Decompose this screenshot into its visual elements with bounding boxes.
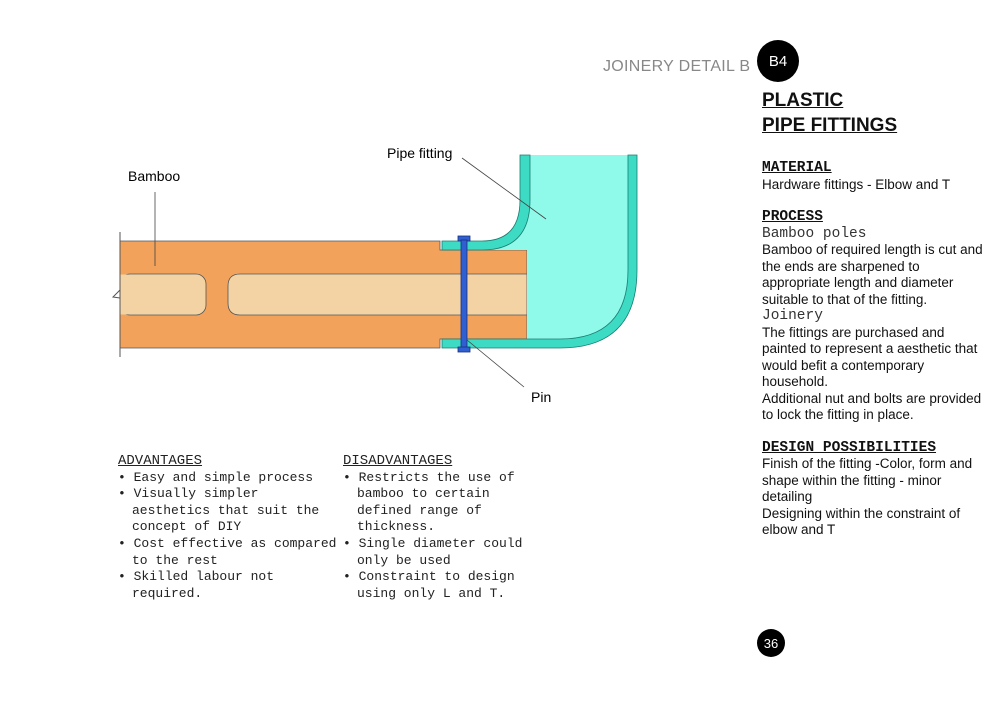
advantage-item: Easy and simple process xyxy=(118,470,338,487)
design-text: Finish of the fitting -Color, form and s… xyxy=(762,456,973,504)
pin-label: Pin xyxy=(531,389,551,405)
advantages-section: ADVANTAGES Easy and simple process Visua… xyxy=(118,453,338,602)
process-text: The fittings are purchased and painted t… xyxy=(762,324,978,390)
joinery-diagram: Bamboo Pipe fitting Pin xyxy=(111,145,638,405)
process-subheading-bamboo: Bamboo poles xyxy=(762,225,867,242)
fitting-leader xyxy=(461,157,547,220)
advantage-item: Cost effective as compared to the rest xyxy=(118,536,338,569)
break-mark xyxy=(111,289,121,299)
page-number: 36 xyxy=(757,629,785,657)
title-line-1: PLASTIC xyxy=(762,90,844,111)
title-line-2: PIPE FITTINGS xyxy=(762,115,898,136)
design-text: Designing within the constraint of elbow… xyxy=(762,505,961,538)
pipe-fitting-label: Pipe fitting xyxy=(387,145,452,161)
page-title: PLASTIC PIPE FITTINGS xyxy=(762,88,897,138)
advantages-heading: ADVANTAGES xyxy=(118,453,203,469)
disadvantage-item: Single diameter could only be used xyxy=(343,536,548,569)
pin-leader xyxy=(466,339,525,388)
design-heading: DESIGN POSSIBILITIES xyxy=(762,439,937,456)
advantage-item: Visually simpler aesthetics that suit th… xyxy=(118,486,338,536)
material-heading: MATERIAL xyxy=(762,160,832,176)
section-badge: B4 xyxy=(757,40,799,82)
pin xyxy=(457,235,471,353)
bamboo-label: Bamboo xyxy=(128,168,180,184)
disadvantage-item: Constraint to design using only L and T. xyxy=(343,569,548,602)
section-title: JOINERY DETAIL B xyxy=(603,58,751,75)
disadvantage-item: Restricts the use of bamboo to certain d… xyxy=(343,470,548,536)
bamboo-pole xyxy=(119,240,528,349)
details-column: MATERIAL Hardware fittings - Elbow and T… xyxy=(762,160,987,539)
process-text: Additional nut and bolts are provided to… xyxy=(762,390,982,423)
process-subheading-joinery: Joinery xyxy=(762,308,823,324)
material-text: Hardware fittings - Elbow and T xyxy=(762,176,951,192)
process-text: Bamboo of required length is cut and the… xyxy=(762,242,983,307)
disadvantages-section: DISADVANTAGES Restricts the use of bambo… xyxy=(343,453,548,602)
advantage-item: Skilled labour not required. xyxy=(118,569,338,602)
pipe-fitting xyxy=(441,154,638,349)
disadvantages-heading: DISADVANTAGES xyxy=(343,453,453,469)
process-heading: PROCESS xyxy=(762,209,823,225)
